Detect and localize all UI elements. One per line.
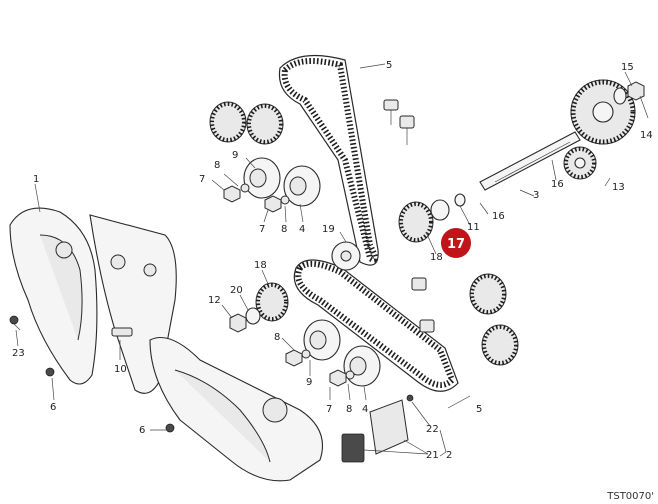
washer-19 — [331, 241, 361, 271]
callout-8-upper: 8 — [214, 160, 220, 171]
callout-13: 13 — [612, 182, 625, 193]
leader-lines — [15, 63, 649, 457]
clips — [341, 394, 414, 463]
callout-labels: 5 5 1 15 14 13 3 16 16 11 18 19 9 8 7 7 … — [12, 60, 653, 461]
callout-15: 15 — [621, 62, 634, 73]
callout-6-bottom: 6 — [139, 425, 145, 436]
callout-7-lower: 7 — [326, 404, 332, 415]
callout-21: 21 — [426, 450, 439, 461]
callout-11: 11 — [467, 222, 480, 233]
lower-ghost-pulleys — [469, 273, 519, 366]
lower-tensioner-rollers — [285, 319, 381, 387]
callout-9-lower: 9 — [306, 377, 312, 388]
nut-and-washer-top — [613, 81, 645, 105]
camshaft-pulley-lower — [229, 282, 289, 333]
callout-7-upper-b: 7 — [259, 224, 265, 235]
callout-4-lower: 4 — [362, 404, 368, 415]
callout-16-right: 16 — [551, 179, 564, 190]
callout-20: 20 — [230, 285, 243, 296]
callout-1: 1 — [33, 174, 39, 185]
highlight-badge-circle — [441, 228, 471, 258]
callout-6-left: 6 — [50, 402, 56, 413]
callout-22: 22 — [426, 424, 439, 435]
lower-studs — [411, 277, 435, 333]
shaft — [479, 131, 581, 191]
rear-belt-cover — [9, 207, 98, 385]
highlight-badge: 17 — [441, 228, 471, 258]
callout-18-lower: 18 — [254, 260, 267, 271]
callout-2: 2 — [446, 450, 452, 461]
callout-4-upper: 4 — [299, 224, 305, 235]
callout-18-upper: 18 — [430, 252, 443, 263]
callout-10: 10 — [114, 364, 127, 375]
front-belt-cover — [149, 336, 324, 482]
lower-timing-belt — [293, 259, 459, 392]
callout-9-upper: 9 — [232, 150, 238, 161]
callout-14: 14 — [640, 130, 653, 141]
upper-tensioner-rollers — [223, 157, 321, 213]
callout-5-bottom: 5 — [476, 404, 482, 415]
footer-code: TST0070' — [607, 491, 654, 502]
callout-3: 3 — [533, 190, 539, 201]
callout-5-top: 5 — [386, 60, 392, 71]
callout-12: 12 — [208, 295, 221, 306]
callout-16-left: 16 — [492, 211, 505, 222]
callout-7-upper: 7 — [199, 174, 205, 185]
callout-8-lower-b: 8 — [346, 404, 352, 415]
highlight-badge-label: 17 — [447, 237, 465, 252]
upper-ghost-pulleys — [209, 101, 284, 145]
upper-studs — [383, 99, 415, 145]
callout-23: 23 — [12, 348, 25, 359]
camshaft-pulley-upper — [398, 193, 466, 243]
callout-8-lower: 8 — [274, 332, 280, 343]
upper-timing-belt — [278, 54, 379, 266]
callout-8-upper-b: 8 — [281, 224, 287, 235]
callout-19: 19 — [322, 224, 335, 235]
